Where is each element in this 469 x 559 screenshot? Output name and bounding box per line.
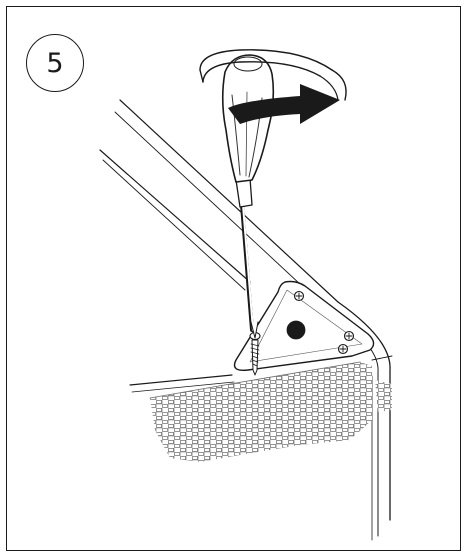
cabinet-top-edge <box>99 99 339 313</box>
screw-hole-right <box>343 330 355 342</box>
rotation-arrow-icon <box>199 49 347 124</box>
screw-hole-top <box>293 290 305 302</box>
step-number-badge: 5 <box>26 34 84 92</box>
step-number-label: 5 <box>46 47 64 79</box>
screwdriver <box>221 54 275 339</box>
woven-fabric-panel <box>149 361 392 462</box>
center-hole <box>286 320 306 340</box>
screw-hole-bottom-right <box>337 343 349 355</box>
